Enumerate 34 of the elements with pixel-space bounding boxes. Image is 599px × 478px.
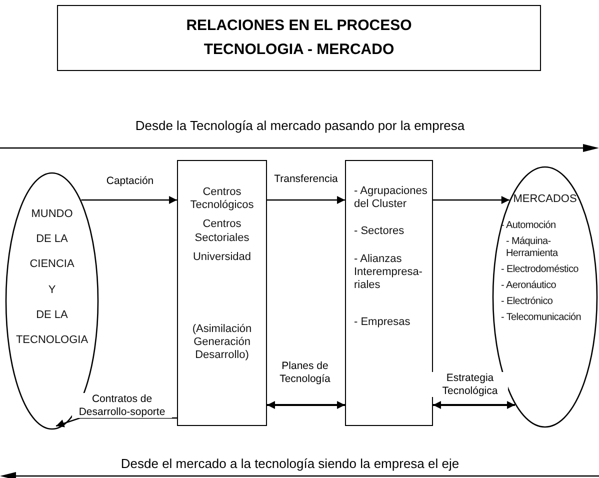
node-text: Universidad xyxy=(192,250,252,264)
node-text: - Empresas xyxy=(353,316,410,330)
edge-label: Contratos de Desarrollo-soporte xyxy=(72,393,172,418)
node-text: Y xyxy=(48,284,56,297)
node-text: - Electrodoméstico xyxy=(500,264,580,276)
node-text: - Telecomunicación xyxy=(500,312,582,324)
arrow xyxy=(267,401,345,409)
edge-label: Estrategia Tecnológica xyxy=(432,372,508,398)
node-text: Centros Sectoriales xyxy=(194,218,250,245)
arrow xyxy=(56,417,177,428)
title: RELACIONES EN EL PROCESO TECNOLOGIA - MERCADO xyxy=(185,16,413,60)
node-text: DE LA xyxy=(36,233,68,246)
node-text: CIENCIA xyxy=(30,258,74,272)
node-text: (Asimilación Generación Desarrollo) xyxy=(191,322,253,362)
node-text: - Automoción xyxy=(500,220,557,232)
note-text: Desde el mercado a la tecnología siendo la empresa el eje xyxy=(120,456,460,471)
node-text: - Máquina-Herramienta xyxy=(505,236,559,260)
process-box xyxy=(345,160,433,426)
node-text: - Agrupaciones del Cluster xyxy=(353,185,428,212)
arrow xyxy=(433,196,510,204)
node-text: DE LA xyxy=(36,308,68,322)
node-text: - Aeronáutico xyxy=(500,280,558,292)
arrow xyxy=(433,401,515,409)
process-box xyxy=(177,160,267,426)
node-text: TECNOLOGIA xyxy=(16,334,88,348)
node-text: - Alianzas Interempresa-riales xyxy=(353,252,424,292)
arrow xyxy=(267,196,345,204)
node-text: - Electrónico xyxy=(500,296,554,308)
node-text: - Sectores xyxy=(353,225,404,239)
node-heading: MERCADOS xyxy=(513,193,577,206)
note-text: Desde la Tecnología al mercado pasando por la empresa xyxy=(134,118,466,133)
node-text: Centros Tecnológicos xyxy=(189,186,255,212)
arrow xyxy=(81,196,177,204)
node-text: MUNDO xyxy=(31,208,73,222)
